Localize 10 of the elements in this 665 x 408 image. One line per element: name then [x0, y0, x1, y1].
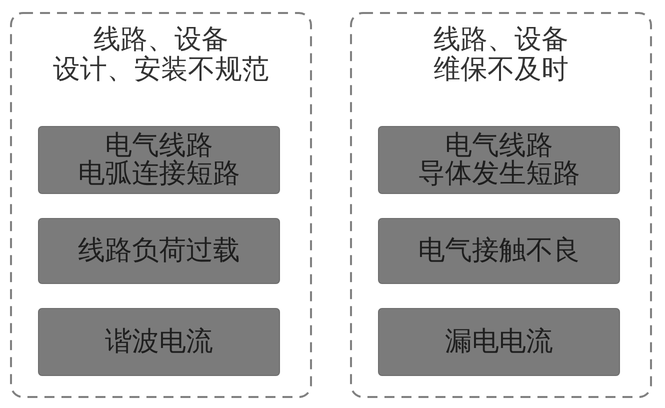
cause-box: 漏电电流	[378, 308, 620, 376]
cause-box: 谐波电流	[38, 308, 280, 376]
dashed-panel	[350, 12, 652, 398]
cause-box: 线路负荷过载	[38, 218, 280, 284]
dashed-panel	[10, 12, 312, 398]
cause-box: 电气线路导体发生短路	[378, 126, 620, 194]
cause-box: 电气接触不良	[378, 218, 620, 284]
panel-title: 线路、设备维保不及时	[432, 25, 570, 85]
cause-box: 电气线路电弧连接短路	[38, 126, 280, 194]
panel-title: 线路、设备设计、安装不规范	[52, 25, 270, 85]
